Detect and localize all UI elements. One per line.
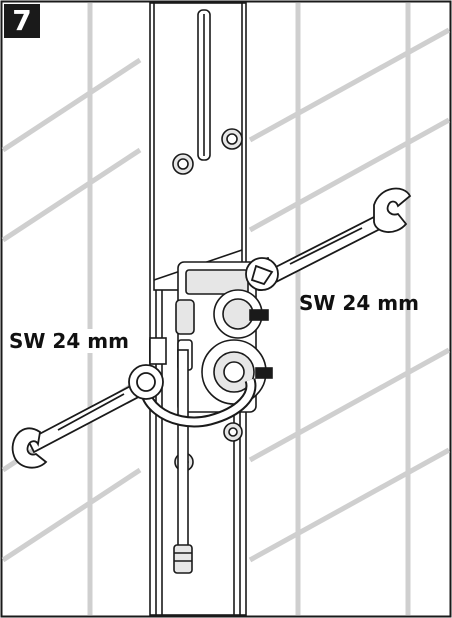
hose-bracket xyxy=(149,337,167,365)
step-number-badge: 7 xyxy=(4,4,40,38)
wrench-size-label-right: SW 24 mm xyxy=(299,291,419,315)
open-end-wrench-icon xyxy=(245,187,412,291)
mounting-plate xyxy=(153,2,243,291)
wrench-size-label-left: SW 24 mm xyxy=(9,329,131,353)
supply-hose xyxy=(173,349,193,574)
